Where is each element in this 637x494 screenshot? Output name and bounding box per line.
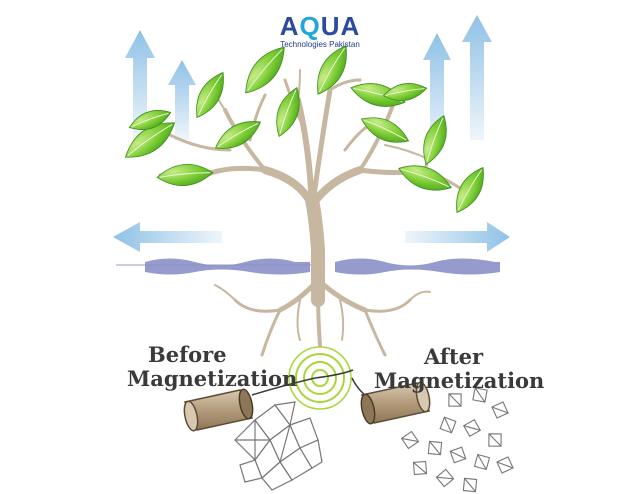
crystal-piece xyxy=(496,456,514,474)
leaf-icon xyxy=(360,117,410,143)
crystal-cluster-icon xyxy=(234,401,323,491)
side-arrow-icon xyxy=(405,222,510,252)
before-label-line1: Before xyxy=(148,342,227,367)
pipe-icon xyxy=(360,381,431,425)
leaf-icon xyxy=(382,83,428,101)
leaf-icon xyxy=(317,45,347,95)
before-label-line2: Magnetization xyxy=(127,366,298,391)
brand-logo: AQUA Technologies Pakistan xyxy=(250,12,390,50)
leaf-icon xyxy=(276,86,300,138)
up-arrow-icon xyxy=(168,60,196,140)
crystal-piece xyxy=(491,401,509,419)
leaves-group xyxy=(124,45,484,214)
crystal-piece xyxy=(462,477,478,493)
leaf-icon xyxy=(124,122,176,158)
crystal-piece xyxy=(449,446,467,464)
water-layer xyxy=(116,258,500,275)
crystal-cluster-icon xyxy=(400,387,514,493)
brand-name: AQUA xyxy=(250,12,390,40)
crystal-piece xyxy=(400,430,420,450)
crystal-piece xyxy=(488,433,502,447)
magnet-rings-icon xyxy=(288,346,352,410)
leaf-icon xyxy=(128,110,172,130)
crystal-piece xyxy=(412,460,428,476)
brand-name-q: Q xyxy=(299,11,321,41)
leaf-icon xyxy=(398,165,452,191)
up-arrow-icon xyxy=(125,30,155,138)
after-label-line2: Magnetization xyxy=(374,368,545,393)
up-arrow-icon xyxy=(462,15,492,140)
leaf-icon xyxy=(245,46,285,94)
brand-name-rest: UA xyxy=(320,11,361,41)
pipe-icon xyxy=(183,388,254,432)
crystal-piece xyxy=(472,387,488,403)
leaf-icon xyxy=(214,121,262,149)
crystal-piece xyxy=(427,440,443,456)
brand-subtitle: Technologies Pakistan xyxy=(280,40,360,49)
after-label-line1: After xyxy=(424,344,484,369)
leaf-icon xyxy=(196,71,224,119)
crystal-piece xyxy=(473,453,491,471)
crystal-piece xyxy=(462,418,482,438)
crystal-piece xyxy=(439,416,457,434)
crystal-piece xyxy=(448,393,462,407)
crystal-piece xyxy=(435,468,455,488)
leaf-icon xyxy=(156,163,214,187)
side-arrow-icon xyxy=(113,222,222,252)
brand-name-a: A xyxy=(279,11,300,41)
leaf-icon xyxy=(456,166,484,214)
leaf-icon xyxy=(423,114,447,166)
